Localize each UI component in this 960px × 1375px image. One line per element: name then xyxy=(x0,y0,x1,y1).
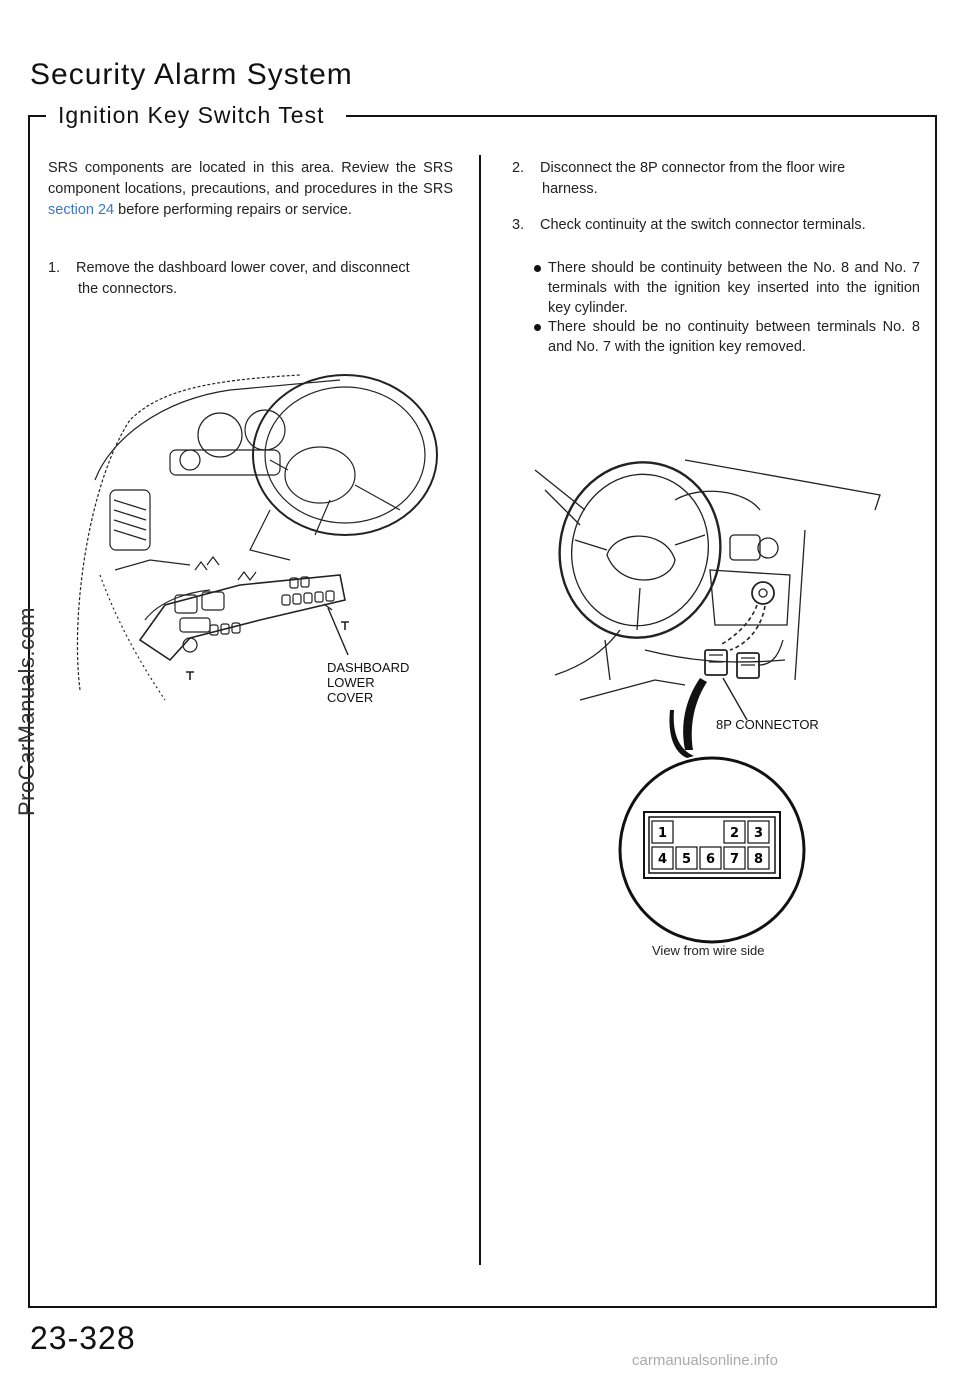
intro-text-start: SRS components are located in this area.… xyxy=(48,160,453,197)
step-1: 1. Remove the dashboard lower cover, and … xyxy=(48,258,453,300)
step-2-text-line2: harness. xyxy=(542,181,598,197)
connector-label: 8P CONNECTOR xyxy=(716,717,819,732)
frame-top-right-rule xyxy=(346,115,936,117)
pin-number-1: 1 xyxy=(658,826,667,841)
pin-number-3: 3 xyxy=(754,826,763,841)
page-title: Security Alarm System xyxy=(30,58,353,91)
pin-cell xyxy=(651,846,674,870)
pin-cell xyxy=(651,820,674,844)
bullet-no-continuity-removed: There should be no continuity between te… xyxy=(534,317,920,357)
step-1-text-line2: the connectors. xyxy=(78,281,178,297)
pin-cell xyxy=(747,820,770,844)
frame-right-rule xyxy=(935,115,937,1308)
step-3-number: 3. xyxy=(512,217,525,233)
step-3-text: Check continuity at the switch connector… xyxy=(540,217,866,233)
pin-number-5: 5 xyxy=(682,852,691,867)
section-24-link[interactable]: section 24 xyxy=(48,202,115,218)
dashboard-lower-cover-label: DASHBOARD LOWER COVER xyxy=(327,660,409,705)
step-2-text-line1: Disconnect the 8P connector from the flo… xyxy=(540,160,846,176)
bullet-continuity-inserted: There should be continuity between the N… xyxy=(534,258,920,318)
pin-cell xyxy=(747,846,770,870)
pin-cell xyxy=(699,846,722,870)
pin-number-8: 8 xyxy=(754,852,763,867)
srs-warning-paragraph: SRS components are located in this area.… xyxy=(48,158,453,221)
pin-cell xyxy=(723,820,746,844)
bullet-1-text: There should be continuity between the N… xyxy=(548,260,920,316)
label-line-1: DASHBOARD xyxy=(327,660,410,675)
pin-cell xyxy=(723,846,746,870)
footer-watermark: carmanualsonline.info xyxy=(632,1352,778,1369)
frame-top-left-rule xyxy=(28,115,46,117)
side-watermark: ProCarManuals.com xyxy=(14,606,39,816)
bullet-dot-icon xyxy=(534,265,541,272)
column-divider xyxy=(479,155,481,1265)
step-2: 2. Disconnect the 8P connector from the f… xyxy=(512,158,917,200)
step-1-number: 1. xyxy=(48,260,61,276)
section-subtitle: Ignition Key Switch Test xyxy=(58,102,325,128)
page-number: 23-328 xyxy=(30,1320,136,1356)
steering-connector-illustration xyxy=(534,459,881,750)
label-line-3: COVER xyxy=(327,690,374,705)
bullet-2-text: There should be no continuity between te… xyxy=(548,319,920,355)
step-2-number: 2. xyxy=(512,160,525,176)
frame-left-rule xyxy=(28,115,30,1308)
frame-bottom-rule xyxy=(28,1306,937,1308)
pin-number-2: 2 xyxy=(730,826,739,841)
intro-text-end: before performing repairs or service. xyxy=(114,202,352,218)
label-line-2: LOWER xyxy=(327,675,375,690)
dashboard-lower-cover-illustration xyxy=(76,374,438,701)
step-3: 3. Check continuity at the switch connect… xyxy=(512,215,917,236)
pin-cell xyxy=(675,846,698,870)
bullet-dot-icon xyxy=(534,324,541,331)
view-caption: View from wire side xyxy=(652,943,765,958)
pin-number-4: 4 xyxy=(658,852,667,867)
step-1-text-line1: Remove the dashboard lower cover, and di… xyxy=(76,260,410,276)
pin-number-7: 7 xyxy=(730,852,739,867)
pin-number-6: 6 xyxy=(706,852,715,867)
